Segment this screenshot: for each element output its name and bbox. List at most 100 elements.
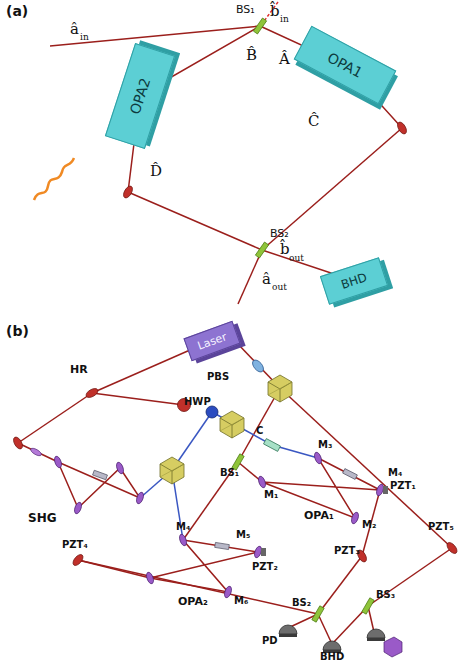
nonlinear-crystal (215, 542, 230, 549)
beam (368, 548, 452, 606)
bowtie-cavity (150, 540, 258, 592)
cavity-mirror (313, 451, 323, 464)
polarizing-cube (220, 411, 244, 438)
component-label: OPA₂ (178, 596, 208, 607)
polarizing-cube (268, 375, 292, 402)
phase-wave (34, 158, 74, 200)
component-label: PZT₁ (390, 481, 416, 491)
beam (128, 192, 262, 250)
component-label: HR (70, 364, 88, 375)
component-label: out (289, 254, 304, 263)
harmonic-beam (212, 412, 318, 458)
component-label: HWP (184, 397, 211, 407)
beam (318, 556, 362, 614)
component-label: in (280, 15, 289, 24)
component-label: B̂ (246, 48, 257, 63)
cavity-mirror (350, 511, 360, 524)
component-label: M₄ (388, 468, 402, 478)
photodetector (279, 625, 297, 637)
component-box: BHD (320, 257, 388, 305)
component-label: BHD (320, 652, 344, 662)
component-label: b̂ (270, 4, 280, 19)
beam (238, 250, 262, 304)
cavity-mirror (115, 461, 125, 474)
mirror-symbol (12, 436, 25, 451)
component-label: M₂ (362, 520, 376, 530)
beam (92, 393, 184, 405)
component-label: PZT₅ (428, 522, 454, 532)
dichroic-mirror (206, 406, 218, 418)
nonlinear-crystal (343, 469, 358, 480)
beam (18, 393, 92, 443)
component-label: Ĉ (308, 114, 319, 129)
pzt-block (261, 548, 266, 556)
node-label: OPA2 (128, 76, 153, 116)
component-label: (b) (6, 324, 29, 338)
bowtie-cavity (58, 462, 140, 508)
component-label: (a) (6, 4, 28, 18)
component-label: PZT₃ (334, 546, 360, 556)
component-label: BS₂ (270, 228, 289, 239)
component-label: M₁ (264, 490, 278, 500)
component-label: C (256, 426, 263, 436)
component-label: BS₃ (376, 590, 395, 600)
beam (50, 26, 260, 46)
polarizing-cube (160, 457, 184, 484)
component-label: OPA₁ (304, 510, 334, 521)
beam (78, 560, 318, 614)
component-label: out (272, 283, 287, 292)
node-label: BHD (340, 271, 369, 291)
beam (262, 128, 402, 250)
beam (280, 388, 452, 548)
bowtie-cavity (262, 458, 380, 518)
beam (318, 614, 332, 644)
component-label: â (70, 22, 79, 37)
cavity-mirror (73, 501, 83, 514)
beam-splitter (255, 242, 268, 258)
component-box: OPA1 (294, 26, 397, 105)
beam (362, 490, 380, 556)
crystal (264, 439, 281, 452)
component-label: BS₁ (220, 468, 239, 478)
component-box: OPA2 (105, 43, 175, 149)
beam-splitter (362, 598, 374, 614)
component-label: M₃ (318, 440, 332, 450)
component-label: BS₁ (236, 4, 255, 15)
component-label: M₄ (176, 522, 190, 532)
component-label: SHG (28, 512, 57, 524)
component-label: in (80, 33, 89, 42)
component-label: PD (262, 636, 278, 646)
node-label: Laser (196, 331, 228, 352)
beam-splitter (253, 18, 266, 34)
component-label: PZT₂ (252, 562, 278, 572)
mirror-symbol (122, 185, 135, 200)
cavity-mirror (178, 533, 188, 546)
lens-symbol (30, 447, 43, 457)
cavity-mirror (145, 571, 155, 584)
cavity-mirror (53, 455, 63, 468)
beam (260, 26, 402, 128)
pzt-block (383, 486, 388, 494)
component-box: Laser (183, 321, 240, 361)
wave-plate (250, 358, 265, 374)
mirror-symbol (85, 387, 100, 400)
component-label: Â (279, 52, 290, 67)
component-label: PZT₄ (62, 540, 88, 550)
component-label: â (262, 272, 271, 287)
photodetector (367, 629, 385, 641)
nonlinear-crystal (93, 470, 108, 479)
subtractor-box (384, 637, 402, 657)
component-label: M₆ (234, 596, 248, 606)
mirror-symbol (396, 121, 409, 136)
component-label: M₅ (236, 530, 250, 540)
component-label: b̂ (280, 242, 290, 257)
beam-splitter (312, 606, 324, 622)
cavity-mirror (223, 585, 233, 598)
component-label: D̂ (150, 164, 162, 179)
mirror-symbol (445, 541, 459, 555)
cavity-mirror (257, 475, 267, 488)
beam (18, 443, 58, 462)
beam (92, 350, 190, 393)
mirror-symbol (71, 553, 85, 567)
